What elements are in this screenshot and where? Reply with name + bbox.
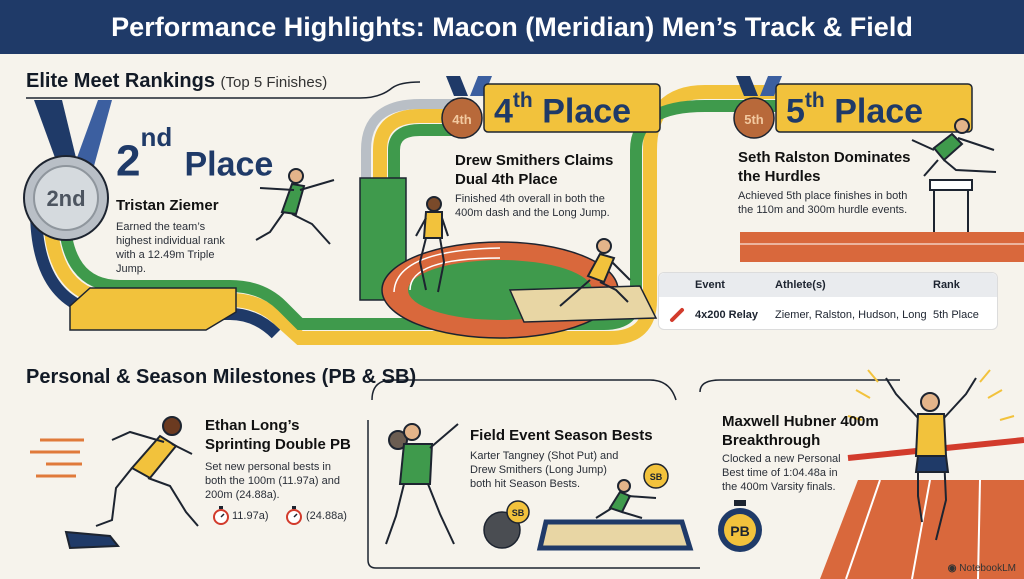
table-header-rank: Rank [933,279,960,291]
place-banner-5th [775,83,973,133]
brand-label: ◉ NotebookLM [947,563,1016,574]
athlete-name-drew: Drew Smithers Claims Dual 4th Place [455,152,614,188]
sb-badge-icon-1 [506,500,530,524]
place-banner-4th [483,83,661,133]
relay-baton-icon [670,308,684,322]
triple-jump-athlete-icon [255,168,335,245]
long-jump-athlete-icon [559,238,631,307]
milestone-desc-ethan: Set new personal bests in both the 100m … [205,461,340,501]
hurdle-icon [929,179,973,232]
table-cell-athletes: Ziemer, Ralston, Hudson, Long [775,309,927,321]
stopwatch-icon-2 [286,506,302,525]
brand-logo-icon: ◉ [947,563,960,574]
svg-text:SB: SB [650,472,663,482]
podium-block-2nd [69,287,237,331]
table-header-event: Event [695,279,725,291]
section-divider-line [26,81,421,99]
table-header-athletes: Athlete(s) [775,279,826,291]
pb-stopwatch-icon: PB [718,500,762,552]
celebration-rays [847,369,1015,421]
elite-section-heading: Elite Meet Rankings (Top 5 Finishes) [26,70,327,93]
sand-pit-upper [508,285,658,323]
sprinter-athlete-icon-4th [415,196,449,293]
shot-put-athlete-icon [385,423,459,545]
stopwatch-icon [213,506,229,525]
sand-pit-lower [536,519,694,551]
athlete-name-tristan: Tristan Ziemer [116,197,219,214]
milestone-title-field: Field Event Season Bests [470,427,653,444]
athlete-desc-seth: Achieved 5th place finishes in both the … [738,190,908,216]
page-title: Performance Highlights: Macon (Meridian)… [111,12,913,42]
time-200m: (24.88a) [306,510,347,522]
svg-text:5th: 5th [744,112,764,127]
milestone-title-ethan: Ethan Long’s Sprinting Double PB [205,417,351,453]
milestones-section-heading: Personal & Season Milestones (PB & SB) [26,366,417,388]
svg-text:4th: 4th [452,112,472,127]
svg-text:2nd: 2nd [46,186,85,211]
athlete-name-seth: Seth Ralston Dominates the Hurdles [738,149,911,185]
title-banner [0,0,1024,54]
sb-badge-icon-2 [643,463,669,489]
finishing-runner-icon [885,377,977,541]
table-cell-rank: 5th Place [933,309,979,321]
hurdle-lane [740,232,1024,262]
svg-text:PB: PB [730,523,749,539]
milestone-desc-field: Karter Tangney (Shot Put) and Drew Smith… [470,450,619,490]
elite-heading-text: Elite Meet Rankings [26,70,215,92]
table-header-row [659,273,997,297]
place-title-4th: 4th Place [494,89,632,131]
milestone-desc-maxwell: Clocked a new Personal Best time of 1:04… [722,453,841,493]
relay-results-table: Event Athlete(s) Rank 4x200 Relay Ziemer… [658,272,998,330]
hurdler-athlete-icon [911,118,997,177]
time-100m: 11.97a) [232,510,269,522]
svg-text:SB: SB [512,508,525,518]
place-title-2nd: 2nd Place [116,122,274,186]
elite-subheading-text: (Top 5 Finishes) [220,74,328,91]
athlete-desc-drew: Finished 4th overall in both the 400m da… [455,193,610,219]
silver-medal-icon: 2nd [23,100,112,241]
bronze-medal-icon-5th: 5th [733,76,782,139]
sprinter-athlete-icon-ethan [30,416,199,550]
milestone-title-maxwell: Maxwell Hubner 400m Breakthrough [722,413,879,449]
table-row: 4x200 Relay [695,309,758,321]
place-title-5th: 5th Place [786,89,924,131]
athlete-desc-tristan: Earned the team’s highest individual ran… [116,221,225,275]
bronze-medal-icon-4th: 4th [441,76,492,139]
long-jump-athlete-icon-lower [595,479,657,519]
